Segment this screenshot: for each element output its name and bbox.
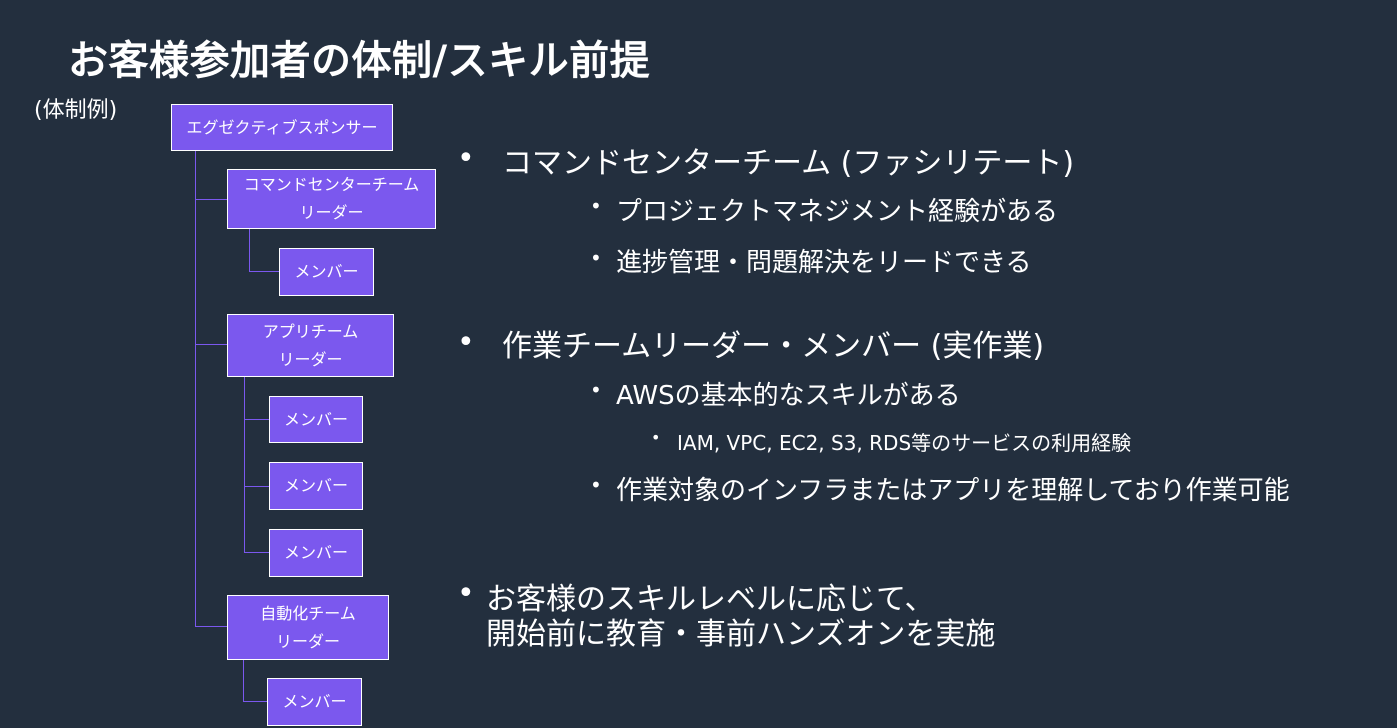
connector-main-vertical (195, 150, 196, 627)
bullet-services-experience: IAM, VPC, EC2, S3, RDS等のサービスの利用経験 (677, 431, 1132, 455)
bullet-training-line1: お客様のスキルレベルに応じて、 (486, 582, 935, 617)
app-team-leader-box: アプリチーム リーダー (227, 314, 394, 377)
connector-app-member3-h (244, 552, 270, 553)
command-center-leader-box: コマンドセンターチーム リーダー (227, 169, 436, 229)
connector-command-h (195, 199, 228, 200)
app-team-member-label: メンバー (283, 476, 348, 495)
bullet-work-team: 作業チームリーダー・メンバー (実作業) (502, 329, 1045, 364)
bullet-dot: • (457, 325, 475, 360)
connector-app-member2-h (244, 486, 270, 487)
automation-team-member-box: メンバー (267, 678, 362, 726)
bullet-progress-management: 進捗管理・問題解決をリードできる (616, 248, 1032, 278)
page-title: お客様参加者の体制/スキル前提 (68, 38, 651, 84)
bullet-training-line2: 開始前に教育・事前ハンズオンを実施 (486, 617, 996, 652)
app-team-member-label: メンバー (283, 409, 348, 429)
org-chart-caption: (体制例) (34, 98, 118, 123)
app-team-leader-label-line1: アプリチーム (262, 321, 359, 341)
command-center-member-label: メンバー (294, 262, 359, 281)
bullet-command-team: コマンドセンターチーム (ファシリテート) (502, 146, 1075, 181)
bullet-dot: • (590, 378, 602, 402)
bullet-pm-experience: プロジェクトマネジメント経験がある (616, 197, 1059, 227)
command-center-leader-label-line1: コマンドセンターチーム (243, 175, 420, 194)
bullet-dot: • (651, 428, 661, 447)
app-team-leader-label-line2: リーダー (278, 349, 343, 369)
executive-sponsor-box: エグゼクティブスポンサー (171, 104, 393, 151)
connector-auto-member-h (243, 701, 268, 702)
connector-app-member1-h (244, 419, 270, 420)
app-team-member-box: メンバー (269, 396, 363, 443)
command-center-leader-label-line2: リーダー (299, 203, 364, 222)
automation-team-member-label: メンバー (282, 692, 347, 711)
bullet-dot: • (590, 246, 602, 270)
automation-team-leader-label-line2: リーダー (275, 631, 340, 651)
connector-command-member-h (249, 271, 280, 272)
automation-team-leader-label-line1: 自動化チーム (260, 603, 356, 623)
app-team-member-box: メンバー (269, 462, 363, 510)
connector-auto-h (195, 626, 228, 627)
bullet-dot: • (590, 194, 602, 218)
connector-auto-member-v (243, 659, 244, 702)
command-center-member-box: メンバー (279, 248, 374, 296)
automation-team-leader-box: 自動化チーム リーダー (227, 595, 389, 660)
connector-app-members-v (244, 376, 245, 553)
app-team-member-label: メンバー (283, 543, 348, 562)
connector-command-member-v (249, 228, 250, 272)
bullet-aws-skill: AWSの基本的なスキルがある (616, 381, 961, 411)
bullet-dot: • (457, 576, 475, 611)
bullet-dot: • (457, 141, 475, 176)
app-team-member-box: メンバー (269, 529, 363, 577)
bullet-understand-target: 作業対象のインフラまたはアプリを理解しており作業可能 (616, 476, 1290, 506)
connector-app-h (195, 344, 228, 345)
executive-sponsor-label: エグゼクティブスポンサー (186, 117, 378, 137)
bullet-dot: • (590, 473, 602, 497)
